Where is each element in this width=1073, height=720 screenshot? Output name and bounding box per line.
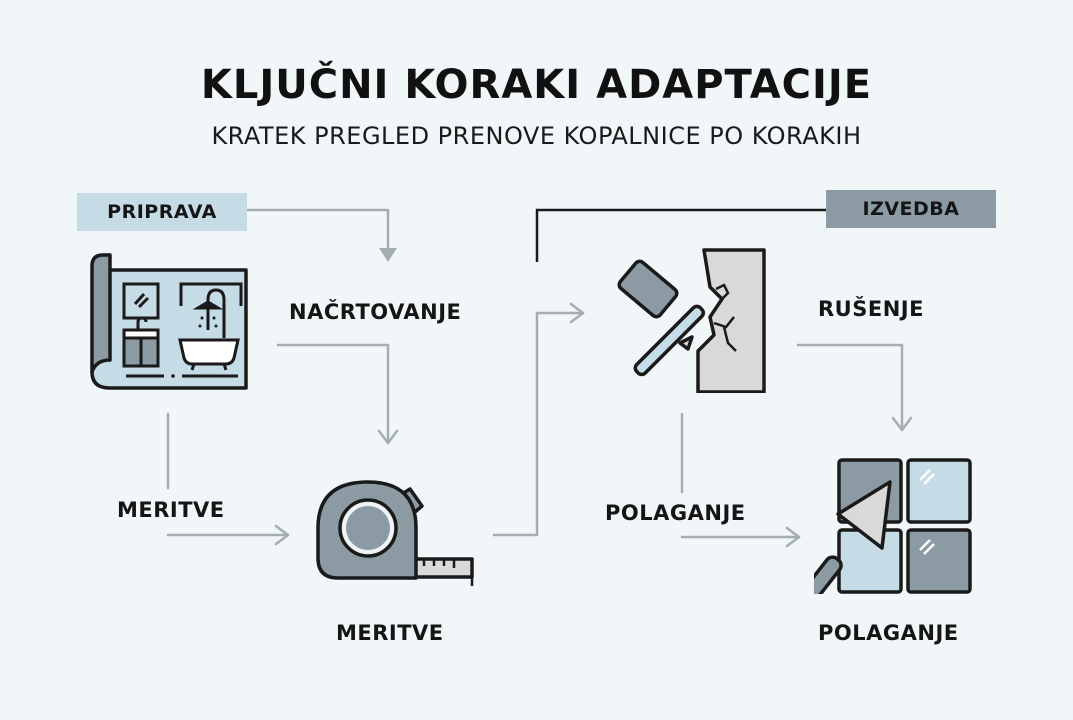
phase-priprava: PRIPRAVA: [77, 193, 247, 231]
page-subtitle: KRATEK PREGLED PRENOVE KOPALNICE PO KORA…: [211, 122, 862, 150]
step-label-meritve-side: MERITVE: [117, 498, 225, 522]
tape-measure-icon: [316, 480, 474, 586]
phase-izvedba: IZVEDBA: [826, 190, 996, 228]
step-label-rusenje: RUŠENJE: [818, 297, 924, 321]
step-label-meritve: MERITVE: [336, 621, 444, 645]
trowel-tiles-icon: [814, 458, 972, 594]
hammer-wall-icon: [617, 248, 766, 393]
step-label-polaganje: POLAGANJE: [818, 621, 959, 645]
page-title: KLJUČNI KORAKI ADAPTACIJE: [200, 62, 873, 108]
step-label-nacrtovanje: NAČRTOVANJE: [289, 300, 462, 324]
bathroom-blueprint-icon: [90, 253, 248, 390]
step-label-polaganje-side: POLAGANJE: [605, 501, 746, 525]
